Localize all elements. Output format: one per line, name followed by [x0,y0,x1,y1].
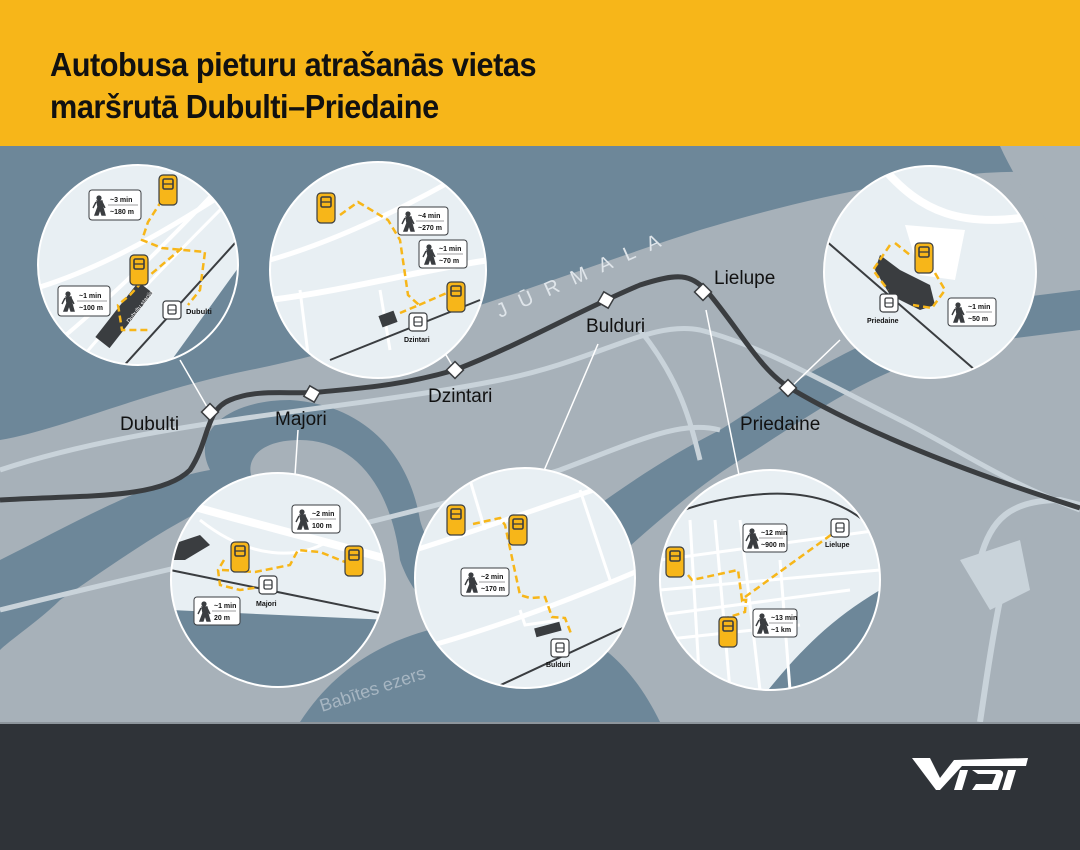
svg-text:20 m: 20 m [214,615,230,622]
inset-station-label: Dzintari [404,337,430,344]
inset-bulduri: Bulduri ~2 min ~170 m [414,467,636,689]
station-label-dzintari: Dzintari [428,386,492,407]
inset-priedaine: Priedaine ~1 min ~50 m [823,165,1037,379]
page-title: Autobusa pieturu atrašanās vietas maršru… [50,44,537,128]
station-label-majori: Majori [275,409,327,430]
svg-text:~4 min: ~4 min [418,213,440,220]
title-line-1: Autobusa pieturu atrašanās vietas [50,46,537,83]
walk-bubble: ~1 min ~70 m [418,239,468,269]
inset-station-label: Lielupe [825,542,850,549]
header-banner: Autobusa pieturu atrašanās vietas maršru… [0,0,1080,146]
walk-bubble: ~2 min 100 m [291,504,341,534]
svg-text:~1 min: ~1 min [968,304,990,311]
svg-text:~70 m: ~70 m [439,258,459,265]
inset-station-label: Bulduri [546,662,571,669]
walk-bubble: ~12 min ~900 m [742,523,788,553]
inset-lielupe: Lielupe ~12 min ~900 m ~13 min ~1 km [659,469,881,691]
svg-text:~50 m: ~50 m [968,316,988,323]
svg-text:~170 m: ~170 m [481,586,505,593]
inset-station-label: Dubulti [186,307,212,316]
lielupe-river [0,290,1080,650]
walk-bubble: ~3 min ~180 m [88,189,142,221]
svg-text:100 m: 100 m [312,523,332,530]
svg-text:~2 min: ~2 min [481,574,503,581]
walk-bubble: ~1 min ~50 m [947,297,997,327]
route-map: JŪRMALA LIELUPE Babītes ezers Dubulti Ma… [0,146,1080,722]
svg-text:~1 min: ~1 min [214,603,236,610]
title-line-2: maršrutā Dubulti–Priedaine [50,88,439,125]
svg-text:~1 min: ~1 min [79,293,101,300]
inset-dzintari: Dzintari ~4 min ~270 m ~1 min ~70 m [269,161,487,379]
walk-bubble: ~1 min 20 m [193,596,241,626]
interchange [960,540,1030,610]
svg-text:~1 km: ~1 km [771,627,791,634]
walk-bubble: ~4 min ~270 m [397,206,449,236]
station-label-dubulti: Dubulti [120,414,179,435]
svg-text:~1 min: ~1 min [439,246,461,253]
inset-dubulti: Dubultu stacija Dubulti ~3 min ~180 m ~1… [37,164,239,366]
svg-text:~13 min: ~13 min [771,615,797,622]
svg-text:~100 m: ~100 m [79,305,103,312]
station-label-lielupe: Lielupe [714,268,775,289]
inset-station-label: Majori [256,601,277,608]
walk-bubble: ~2 min ~170 m [460,567,510,597]
inset-station-label: Priedaine [867,318,899,325]
vivi-logo: VIVI [912,758,1028,790]
station-label-bulduri: Bulduri [586,316,645,337]
svg-text:~2 min: ~2 min [312,511,334,518]
svg-text:~3 min: ~3 min [110,197,132,204]
svg-text:~180 m: ~180 m [110,209,134,216]
svg-text:~900 m: ~900 m [761,542,785,549]
station-label-priedaine: Priedaine [740,414,820,435]
walk-bubble: ~1 min ~100 m [57,285,111,317]
walk-bubble: ~13 min ~1 km [752,608,798,638]
svg-text:~12 min: ~12 min [761,530,787,537]
sea-area [0,146,1080,440]
svg-text:~270 m: ~270 m [418,225,442,232]
footer-bar [0,722,1080,850]
